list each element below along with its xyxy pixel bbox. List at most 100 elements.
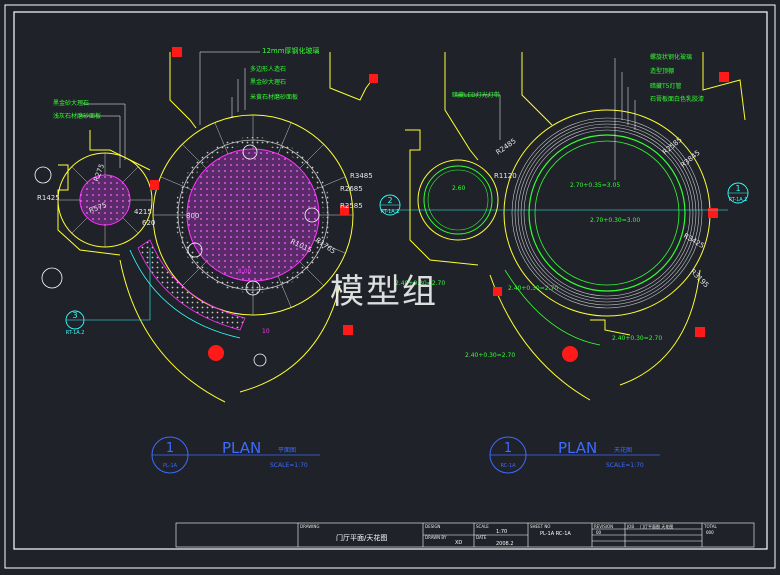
sheet-border-inner (13, 11, 768, 550)
right-plan-ref: RC-1A (500, 463, 516, 469)
left-big-circle-pattern (187, 149, 319, 281)
tb-date-label: DATE (476, 535, 487, 540)
right-plan-title-text: PLAN (558, 439, 597, 457)
left-outer-wall (57, 164, 121, 256)
tb-date: 2008.2 (496, 541, 514, 547)
right-wall-bottom (590, 319, 631, 336)
right-level-5: 2.40+0.30=2.70 (612, 335, 662, 342)
right-wall-top-2 (702, 52, 746, 121)
left-dim-4215: 4215 (134, 208, 152, 216)
right-level-0: 2.60 (452, 185, 466, 192)
left-callout-3: 米黄石材磨砂面板 (250, 93, 298, 101)
left-callout-glass: 12mm厚钢化玻璃 (262, 46, 320, 55)
left-elevation-symbols (34, 144, 320, 367)
left-curved-walkway (137, 239, 246, 331)
right-big-circle-inner (534, 140, 680, 286)
right-big-circle-rings (511, 117, 703, 309)
tb-revision-label: REVISION (594, 524, 613, 529)
left-plan-number: 1 (166, 441, 174, 456)
right-dim-0: R2485 (495, 137, 518, 157)
left-plan-title-text: PLAN (222, 439, 261, 457)
right-section-ref-2-sheet: RT-1A.1 (381, 209, 400, 215)
tb-drawn-by: XD (455, 540, 462, 546)
right-small-circle-inner (427, 169, 489, 231)
left-dim-800: 800 (186, 212, 199, 220)
tb-drawing-label: DRAWING (300, 524, 319, 529)
right-callout-led: 暗藏LED灯光灯带 (452, 91, 500, 99)
right-wall-top (521, 52, 553, 126)
left-dim-r3485: R3485 (350, 172, 373, 180)
left-leader-lines (80, 51, 260, 168)
left-plan-ref: PL-1A (163, 463, 178, 469)
tb-total: 000 (706, 530, 714, 535)
right-curved-wall (619, 269, 701, 386)
left-radial-lines (153, 115, 353, 315)
left-curved-wall-2 (119, 259, 226, 403)
right-small-circle-led (423, 165, 493, 235)
right-section-ref-2: 2 RT-1A.1 (379, 194, 401, 216)
right-wall-left (444, 52, 479, 161)
left-dim-level: 8.00 (238, 268, 252, 275)
right-section-ref-1: 1 RT-1A.1 (727, 182, 749, 204)
left-dim-620: 620 (142, 219, 155, 227)
tb-rev: 00 (596, 530, 602, 535)
right-small-circle-outer (417, 159, 499, 241)
right-leader-lines (380, 58, 728, 211)
left-callout-4: 黑金砂大理石 (53, 99, 89, 107)
left-dim-r2585: R2585 (340, 202, 363, 210)
tb-drawn-label: DRAWN BY (425, 535, 447, 540)
right-callout-1: 螺旋状钢化玻璃 (650, 53, 692, 61)
tb-job-label: JOB (626, 524, 634, 529)
right-level-2: 2.70+0.30=3.00 (590, 217, 640, 224)
tb-scale: 1:70 (496, 529, 507, 535)
left-dim-r1425: R1425 (37, 194, 60, 202)
right-callout-2: 造型顶棚 (650, 67, 674, 75)
left-section-ref-sheet: RT-1A.2 (66, 330, 85, 336)
left-plan-title: 1 PL-1A PLAN 平面图 SCALE=1:70 (151, 436, 320, 474)
right-plan-subtitle: 天花图 (614, 446, 632, 454)
right-level-3: 2.40+0.30=2.70 (508, 285, 558, 292)
right-red-markers (493, 72, 729, 362)
right-ceiling-plan: 暗藏LED灯光灯带 螺旋状钢化玻璃 造型顶棚 暗藏T5灯管 石膏板面白色乳胶漆 … (379, 52, 749, 401)
right-wall-left-2 (405, 129, 479, 266)
right-plan-number: 1 (504, 441, 512, 456)
left-dim-10: 10 (262, 328, 270, 335)
right-level-1: 2.70+0.35=3.05 (570, 182, 620, 189)
right-section-ref-1-number: 1 (735, 184, 740, 193)
right-dim-1: R1120 (494, 172, 517, 180)
watermark: 模型组 (330, 272, 438, 312)
right-callout-4: 石膏板面白色乳胶漆 (650, 95, 704, 103)
right-level-6: 2.40+0.30=2.70 (395, 280, 445, 287)
right-section-ref-1-sheet: RT-1A.1 (729, 197, 748, 203)
left-curved-walkway-edge (129, 249, 241, 339)
right-big-circle-led (528, 134, 686, 292)
tb-design-label: DESIGN (425, 524, 440, 529)
title-block (175, 522, 755, 548)
tb-sheet: PL-1A RC-1A (540, 531, 571, 537)
left-callout-2: 黑金砂大理石 (250, 78, 286, 86)
left-plan-scale: SCALE=1:70 (270, 462, 308, 469)
left-callout-1: 多边形人造石 (250, 65, 286, 73)
left-floor-plan: 12mm厚钢化玻璃 多边形人造石 黑金砂大理石 米黄石材磨砂面板 黑金砂大理石 … (34, 46, 378, 403)
right-level-4: 2.40+0.30=2.70 (465, 352, 515, 359)
tb-scale-label: SCALE (476, 524, 489, 529)
left-wall-top (169, 52, 197, 129)
left-outer-wall-2 (89, 130, 151, 171)
tb-sheet-label: SHEET NO (530, 524, 550, 529)
left-wall-top-2 (329, 52, 373, 101)
left-callout-5: 浅灰石材磨砂面板 (53, 112, 101, 120)
right-walkway (504, 269, 601, 346)
right-callout-3: 暗藏T5灯管 (650, 82, 681, 90)
left-red-markers (150, 47, 378, 361)
sheet-border-outer (4, 4, 776, 569)
tb-drawing-title: 门厅平面/天花图 (336, 533, 387, 542)
right-dim-2: R2585 (661, 136, 684, 157)
left-plan-subtitle: 平面图 (278, 447, 296, 454)
left-dim-r2685: R2685 (340, 185, 363, 193)
left-small-circle-radials (58, 153, 152, 247)
tb-total-label: TOTAL (703, 524, 717, 529)
right-plan-title: 1 RC-1A PLAN 天花图 SCALE=1:70 (489, 436, 660, 474)
right-section-ref-2-number: 2 (387, 196, 392, 205)
left-section-ref: 3 RT-1A.2 (65, 248, 151, 336)
